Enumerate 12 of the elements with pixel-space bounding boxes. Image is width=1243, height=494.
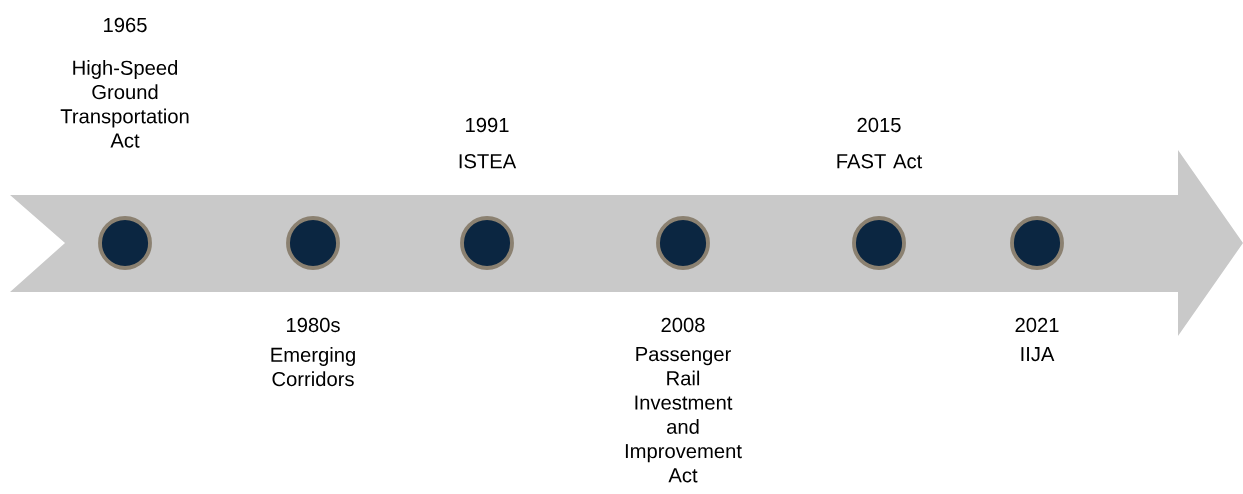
year-label: 2015 <box>857 117 901 133</box>
event-label: FAST Act <box>837 154 923 169</box>
year-label: 1991 <box>466 117 509 133</box>
event-label: ISTEA <box>459 154 517 169</box>
event-label: Emerging Corridors <box>271 347 355 387</box>
year-label: 1965 <box>104 17 147 33</box>
event-label: IIJA <box>1021 347 1055 362</box>
year-label: 2008 <box>661 317 705 333</box>
year-label: 2021 <box>1015 317 1059 333</box>
event-label: High-Speed Ground Transportation Act <box>60 60 189 148</box>
event-label: Passenger Rail Investment and Improvement Act <box>625 347 742 483</box>
year-label: 1980s <box>287 317 340 333</box>
